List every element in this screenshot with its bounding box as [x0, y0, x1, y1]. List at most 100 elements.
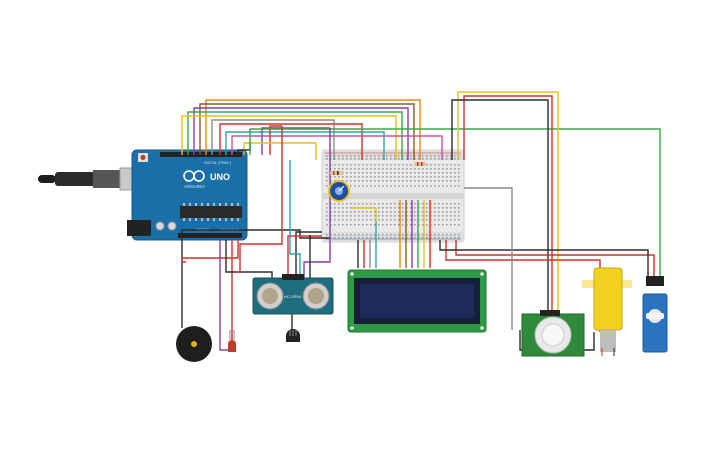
temperature-sensor[interactable] — [286, 329, 300, 342]
wire[interactable] — [439, 240, 649, 284]
breadboard-hole — [426, 155, 428, 157]
breadboard-hole — [358, 203, 360, 205]
wire[interactable] — [249, 128, 661, 284]
breadboard-hole — [450, 168, 452, 170]
wire[interactable] — [181, 115, 397, 160]
wire[interactable] — [225, 240, 273, 280]
red-led[interactable] — [228, 330, 236, 352]
breadboard-hole — [458, 211, 460, 213]
breadboard-hole — [330, 155, 332, 157]
breadboard-hole — [398, 168, 400, 170]
lcd-display-16x2[interactable] — [347, 269, 487, 333]
arduino-uno-board[interactable]: UNO ARDUINO DIGITAL (PWM~) POWER ANALOG … — [38, 149, 248, 241]
breadboard-hole — [354, 185, 356, 187]
breadboard-hole — [330, 180, 332, 182]
breadboard-hole — [442, 203, 444, 205]
breadboard-hole — [406, 155, 408, 157]
breadboard-hole — [386, 203, 388, 205]
breadboard-hole — [422, 207, 424, 209]
piezo-buzzer[interactable] — [176, 326, 212, 362]
breadboard-hole — [410, 224, 412, 226]
breadboard-hole — [394, 237, 396, 239]
reset-button[interactable] — [140, 155, 146, 160]
breadboard-hole — [374, 185, 376, 187]
breadboard-hole — [426, 219, 428, 221]
breadboard-hole — [362, 176, 364, 178]
wire[interactable] — [231, 135, 443, 160]
breadboard-hole — [414, 219, 416, 221]
breadboard-hole — [398, 219, 400, 221]
servo-motor[interactable] — [642, 276, 668, 353]
breadboard-hole — [386, 234, 388, 236]
breadboard-hole — [334, 203, 336, 205]
breadboard-hole — [434, 172, 436, 174]
wire[interactable] — [205, 99, 421, 160]
potentiometer[interactable] — [328, 180, 350, 202]
wire[interactable] — [295, 231, 322, 280]
wire[interactable] — [225, 131, 385, 160]
breadboard-hole — [430, 180, 432, 182]
breadboard-hole — [398, 237, 400, 239]
breadboard-hole — [402, 215, 404, 217]
breadboard-hole — [362, 215, 364, 217]
breadboard-hole — [438, 155, 440, 157]
wire[interactable] — [451, 99, 549, 318]
breadboard-hole — [406, 207, 408, 209]
breadboard-hole — [442, 224, 444, 226]
breadboard-hole — [338, 158, 340, 160]
breadboard-hole — [430, 158, 432, 160]
breadboard-hole — [346, 219, 348, 221]
digital-header — [160, 152, 242, 157]
wire[interactable] — [287, 235, 322, 280]
breadboard-hole — [334, 158, 336, 160]
breadboard-hole — [382, 158, 384, 160]
wire[interactable] — [211, 119, 335, 160]
ultrasonic-sensor[interactable]: HC-SR04 — [252, 274, 334, 315]
wire[interactable] — [219, 123, 363, 160]
breadboard-hole — [374, 180, 376, 182]
wire[interactable] — [464, 187, 513, 330]
breadboard-hole — [438, 224, 440, 226]
wire[interactable] — [243, 142, 317, 160]
breadboard-hole — [334, 219, 336, 221]
breadboard-hole — [442, 176, 444, 178]
wire[interactable] — [261, 127, 330, 155]
breadboard-hole — [374, 172, 376, 174]
breadboard-hole — [442, 168, 444, 170]
breadboard-hole — [386, 211, 388, 213]
breadboard-hole — [390, 224, 392, 226]
wire[interactable] — [455, 240, 655, 284]
wire[interactable] — [236, 126, 283, 273]
breadboard-hole — [374, 176, 376, 178]
wire[interactable] — [463, 95, 553, 318]
breadboard-hole — [394, 215, 396, 217]
breadboard-hole — [454, 185, 456, 187]
breadboard-hole — [418, 207, 420, 209]
wire[interactable] — [289, 160, 301, 280]
breadboard-hole — [354, 158, 356, 160]
breadboard-hole — [390, 164, 392, 166]
breadboard-hole — [422, 215, 424, 217]
breadboard-hole — [414, 158, 416, 160]
wire[interactable] — [269, 125, 282, 155]
breadboard-hole — [410, 168, 412, 170]
wire[interactable] — [219, 240, 230, 351]
breadboard-hole — [426, 234, 428, 236]
breadboard-hole — [418, 176, 420, 178]
breadboard-hole — [402, 172, 404, 174]
breadboard-hole — [446, 168, 448, 170]
breadboard-hole — [438, 185, 440, 187]
breadboard-hole — [454, 164, 456, 166]
dc-gear-motor[interactable] — [582, 267, 632, 356]
wire[interactable] — [199, 103, 415, 160]
breadboard-hole — [402, 180, 404, 182]
breadboard-hole — [414, 168, 416, 170]
breadboard-hole — [386, 155, 388, 157]
wire[interactable] — [181, 240, 239, 263]
breadboard-hole — [382, 203, 384, 205]
pir-motion-sensor[interactable] — [521, 310, 585, 357]
breadboard[interactable] — [321, 149, 465, 243]
wire[interactable] — [193, 107, 409, 160]
wire[interactable] — [457, 91, 559, 318]
breadboard-hole — [446, 215, 448, 217]
